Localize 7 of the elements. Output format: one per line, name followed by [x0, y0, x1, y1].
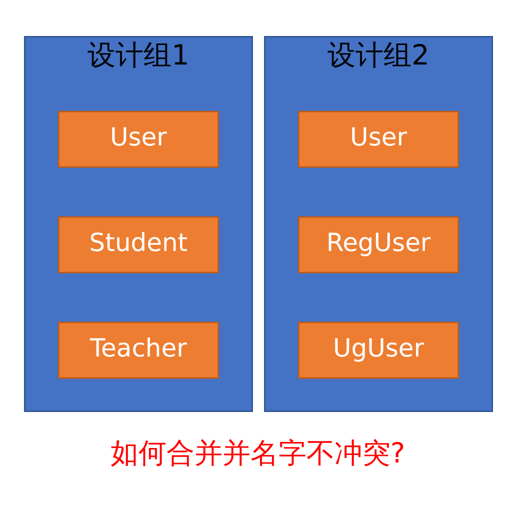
node-box: Teacher — [58, 322, 219, 379]
node-box: UgUser — [298, 322, 459, 379]
node-box: Student — [58, 216, 219, 274]
node-box: User — [58, 110, 219, 168]
label: 如何合并并名字不冲突? — [110, 436, 406, 470]
node-box: User — [298, 110, 459, 168]
node-box: RegUser — [298, 216, 459, 274]
